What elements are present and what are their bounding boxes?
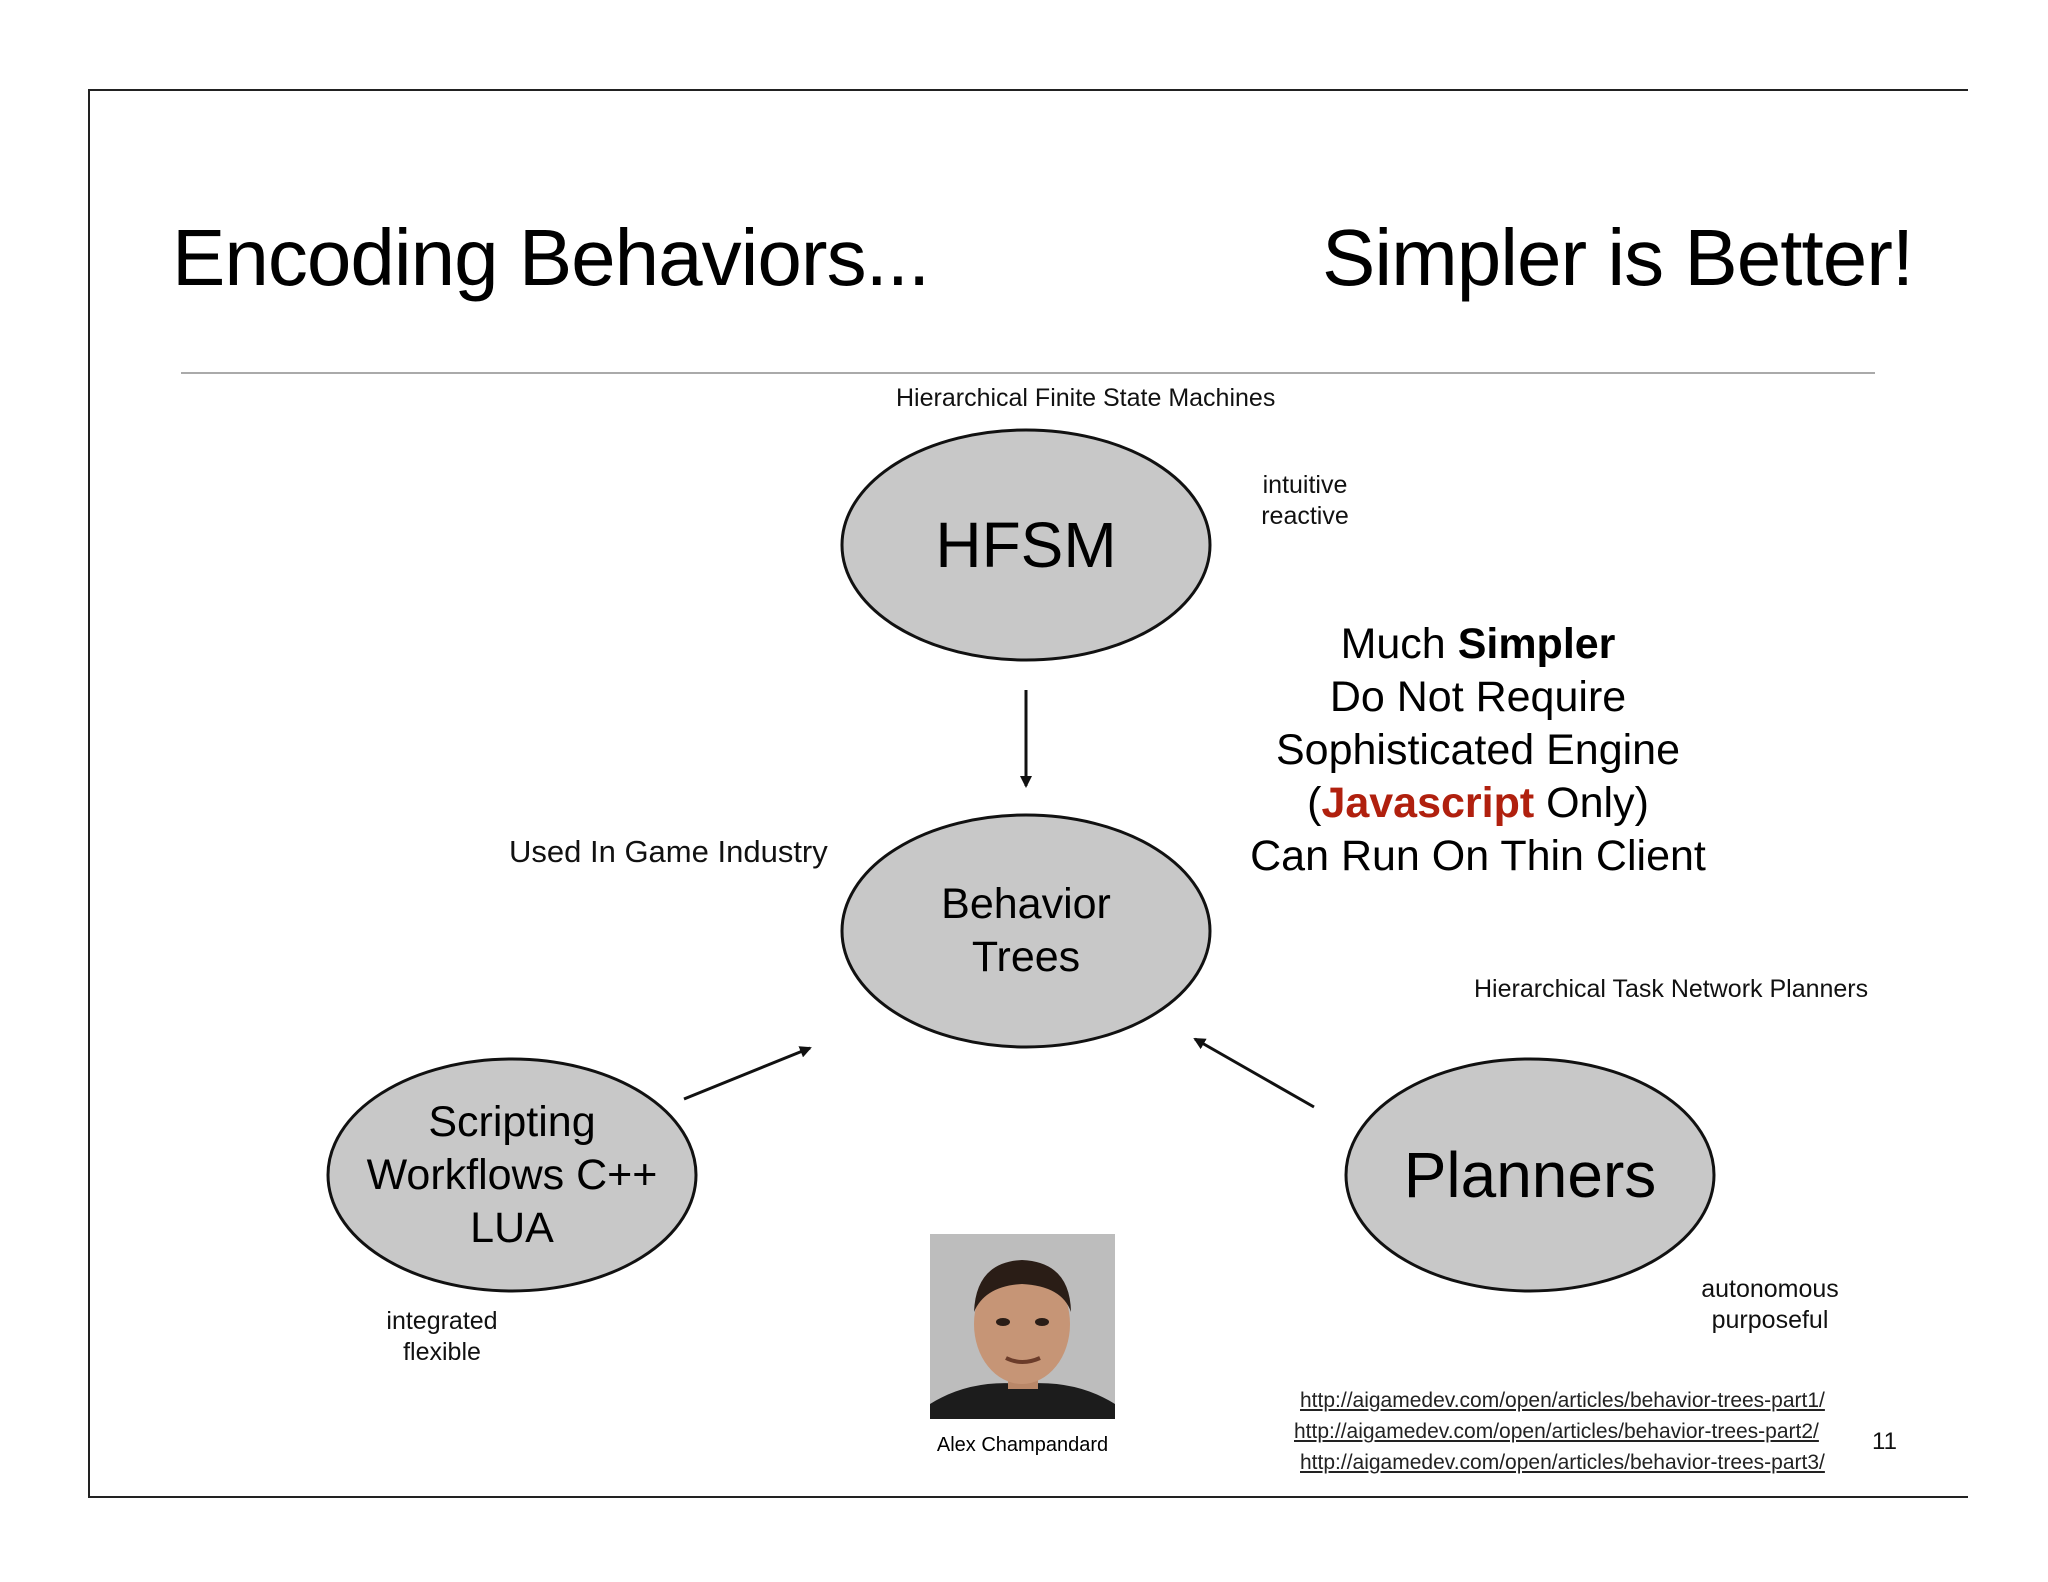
features-list: Much Simpler Do Not Require Sophisticate… xyxy=(1228,618,1728,883)
scripting-trait-integrated: integrated xyxy=(386,1307,498,1335)
planners-caption: Hierarchical Task Network Planners xyxy=(1474,975,1869,1003)
planners-traits: autonomous purposeful xyxy=(1690,1274,1850,1336)
feature-javascript: Javascript xyxy=(1321,779,1535,827)
scripting-label-line1: Scripting xyxy=(428,1097,596,1146)
scripting-traits: integrated flexible xyxy=(374,1306,510,1368)
page-number: 11 xyxy=(1872,1428,1897,1455)
slide-frame xyxy=(88,89,1968,1498)
behavior-trees-label-line1: Behavior xyxy=(941,880,1111,928)
hfsm-caption: Hierarchical Finite State Machines xyxy=(896,384,1276,412)
behavior-trees-node xyxy=(840,813,1212,1049)
scripting-label: Scripting Workflows C++ LUA xyxy=(328,1092,696,1258)
behavior-trees-label: Behavior Trees xyxy=(842,875,1210,987)
feature-javascript-only: (Javascript Only) xyxy=(1228,777,1728,830)
person-name: Alex Champandard xyxy=(936,1434,1109,1456)
scripting-label-line2: Workflows C++ xyxy=(366,1150,658,1199)
link-behavior-trees-part3[interactable]: http://aigamedev.com/open/articles/behav… xyxy=(1300,1451,1825,1474)
arrow-scripting-to-behavior-trees xyxy=(683,1046,812,1101)
feature-no-require: Do Not Require xyxy=(1329,673,1627,721)
planners-trait-autonomous: autonomous xyxy=(1701,1275,1839,1303)
portrait-photo xyxy=(930,1234,1115,1419)
slide-title-right: Simpler is Better! xyxy=(1322,213,1914,302)
scripting-trait-flexible: flexible xyxy=(403,1338,481,1366)
scripting-label-line3: LUA xyxy=(470,1203,554,1252)
title-divider xyxy=(181,372,1875,374)
hfsm-trait-intuitive: intuitive xyxy=(1262,471,1348,499)
link-behavior-trees-part2[interactable]: http://aigamedev.com/open/articles/behav… xyxy=(1294,1420,1819,1443)
feature-open-paren: ( xyxy=(1307,779,1322,827)
hfsm-trait-reactive: reactive xyxy=(1261,502,1349,530)
reference-links: http://aigamedev.com/open/articles/behav… xyxy=(1290,1385,1850,1478)
slide-title-left: Encoding Behaviors... xyxy=(172,213,930,302)
feature-thin-client: Can Run On Thin Client xyxy=(1250,832,1706,880)
planners-trait-purposeful: purposeful xyxy=(1711,1306,1829,1334)
feature-simpler-bold: Simpler xyxy=(1457,620,1616,668)
planners-label: Planners xyxy=(1403,1139,1657,1211)
hfsm-label: HFSM xyxy=(935,509,1117,581)
hfsm-node xyxy=(840,428,1212,662)
arrow-planners-to-behavior-trees xyxy=(1193,1037,1315,1109)
feature-much-simpler: Much Simpler xyxy=(1228,618,1728,671)
person-icon xyxy=(930,1234,1115,1419)
feature-much-prefix: Much xyxy=(1340,620,1458,668)
feature-only: Only) xyxy=(1534,779,1649,827)
behavior-trees-side-label: Used In Game Industry xyxy=(509,834,828,869)
hfsm-traits: intuitive reactive xyxy=(1250,470,1360,532)
link-behavior-trees-part1[interactable]: http://aigamedev.com/open/articles/behav… xyxy=(1300,1389,1825,1412)
scripting-node xyxy=(326,1057,698,1293)
planners-node xyxy=(1344,1057,1716,1293)
behavior-trees-label-line2: Trees xyxy=(971,933,1081,981)
feature-sophisticated-engine: Sophisticated Engine xyxy=(1275,726,1680,774)
